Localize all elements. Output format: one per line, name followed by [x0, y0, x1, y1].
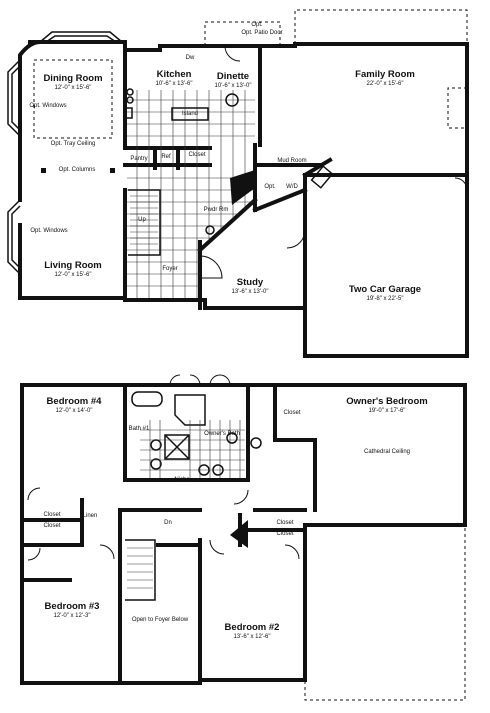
kitchen-dim: 10'-6" x 13'-6" [155, 80, 193, 87]
opt-windows-bottom-note: Opt. Windows [30, 228, 68, 234]
owners-bath-note: Owner's Bath [204, 431, 240, 437]
ref-note: Ref [161, 154, 171, 160]
second-floor-doors [27, 374, 300, 561]
dinette-dim: 10'-6" x 13'-0" [214, 82, 252, 89]
garage-dim: 19'-8" x 22'-5" [366, 295, 404, 302]
closet-d-note: Closet [276, 531, 294, 537]
opt-columns-note: Opt. Columns [58, 167, 96, 173]
dining-room-dim: 12'-0" x 15'-6" [54, 84, 92, 91]
family-room-label: Family Room 22'-0" x 15'-6" [355, 70, 415, 87]
study-name: Study [236, 277, 264, 288]
living-room-dim: 12'-0" x 15'-6" [54, 271, 92, 278]
opt-tray-ceiling-note: Opt. Tray Ceiling [50, 141, 96, 147]
powder-room-stair-wedge [230, 170, 255, 205]
living-room-label: Living Room 12'-0" x 15'-6" [44, 261, 102, 278]
dw-note: Dw [185, 55, 195, 61]
bedroom2-label: Bedroom #2 13'-6" x 12'-6" [225, 623, 280, 640]
owners-bedroom-dim: 19'-0" x 17'-6" [368, 407, 406, 414]
closet-a-note: Closet [43, 512, 61, 518]
linen-note: Linen [82, 513, 98, 519]
pantry-note: Pantry [130, 156, 148, 162]
bedroom4-label: Bedroom #4 12'-0" x 14'-0" [47, 397, 102, 414]
study-dim: 13'-6" x 13'-0" [231, 288, 269, 295]
family-room-name: Family Room [355, 69, 415, 80]
open-to-foyer-note: Open to Foyer Below [131, 617, 189, 623]
bedroom3-dim: 12'-0" x 12'-3" [53, 612, 91, 619]
second-floor-bath-tiles [140, 420, 245, 478]
owners-bedroom-label: Owner's Bedroom 19'-0" x 17'-6" [346, 397, 427, 414]
closet-first-note: Closet [188, 152, 206, 158]
opt-note: Opt. [251, 22, 263, 28]
second-floor-walls [20, 383, 467, 701]
island-note: Island [181, 111, 199, 117]
bedroom3-name: Bedroom #3 [44, 601, 100, 612]
bedroom3-label: Bedroom #3 12'-0" x 12'-3" [45, 602, 100, 619]
closet-b-note: Closet [43, 523, 61, 529]
kitchen-name: Kitchen [156, 69, 192, 80]
dining-room-name: Dining Room [43, 73, 103, 84]
first-floor-doors [125, 45, 468, 279]
garage-label: Two Car Garage 19'-8" x 22'-5" [349, 285, 421, 302]
first-floor-tile-grid [127, 90, 255, 298]
opt-laundry-note: Opt. [264, 184, 276, 190]
mud-room-note: Mud Room [277, 158, 307, 164]
bedroom4-dim: 12'-0" x 14'-0" [55, 407, 93, 414]
dn-note: Dn [164, 520, 172, 526]
bedroom2-dim: 13'-6" x 12'-6" [233, 633, 271, 640]
garage-name: Two Car Garage [348, 284, 422, 295]
powder-room-note: Pwdr Rm [203, 207, 229, 213]
closet-c-note: Closet [276, 520, 294, 526]
bath1-note: Bath #1 [128, 426, 150, 432]
wd-note: W/D [286, 184, 298, 190]
bedroom2-name: Bedroom #2 [224, 622, 280, 633]
study-label: Study 13'-6" x 13'-0" [232, 278, 269, 295]
closet-owner-note: Closet [283, 410, 301, 416]
upstairs-wedge [230, 520, 248, 548]
kitchen-label: Kitchen 10'-6" x 13'-6" [156, 70, 193, 87]
up-note: Up [138, 217, 146, 223]
dinette-label: Dinette 10'-6" x 13'-0" [215, 72, 252, 89]
owners-bedroom-name: Owner's Bedroom [346, 396, 428, 407]
living-room-name: Living Room [44, 260, 102, 271]
bedroom4-name: Bedroom #4 [46, 396, 102, 407]
dining-room-label: Dining Room 12'-0" x 15'-6" [43, 74, 102, 91]
family-room-dim: 22'-0" x 15'-6" [366, 80, 404, 87]
opt-patio-door-note: Opt. Patio Door [241, 30, 283, 36]
foyer-note: Foyer [162, 266, 178, 272]
cathedral-ceiling-note: Cathedral Ceiling [363, 449, 411, 455]
opt-windows-top-note: Opt. Windows [29, 103, 67, 109]
niche-note: Niche [174, 477, 190, 483]
dinette-name: Dinette [216, 71, 250, 82]
